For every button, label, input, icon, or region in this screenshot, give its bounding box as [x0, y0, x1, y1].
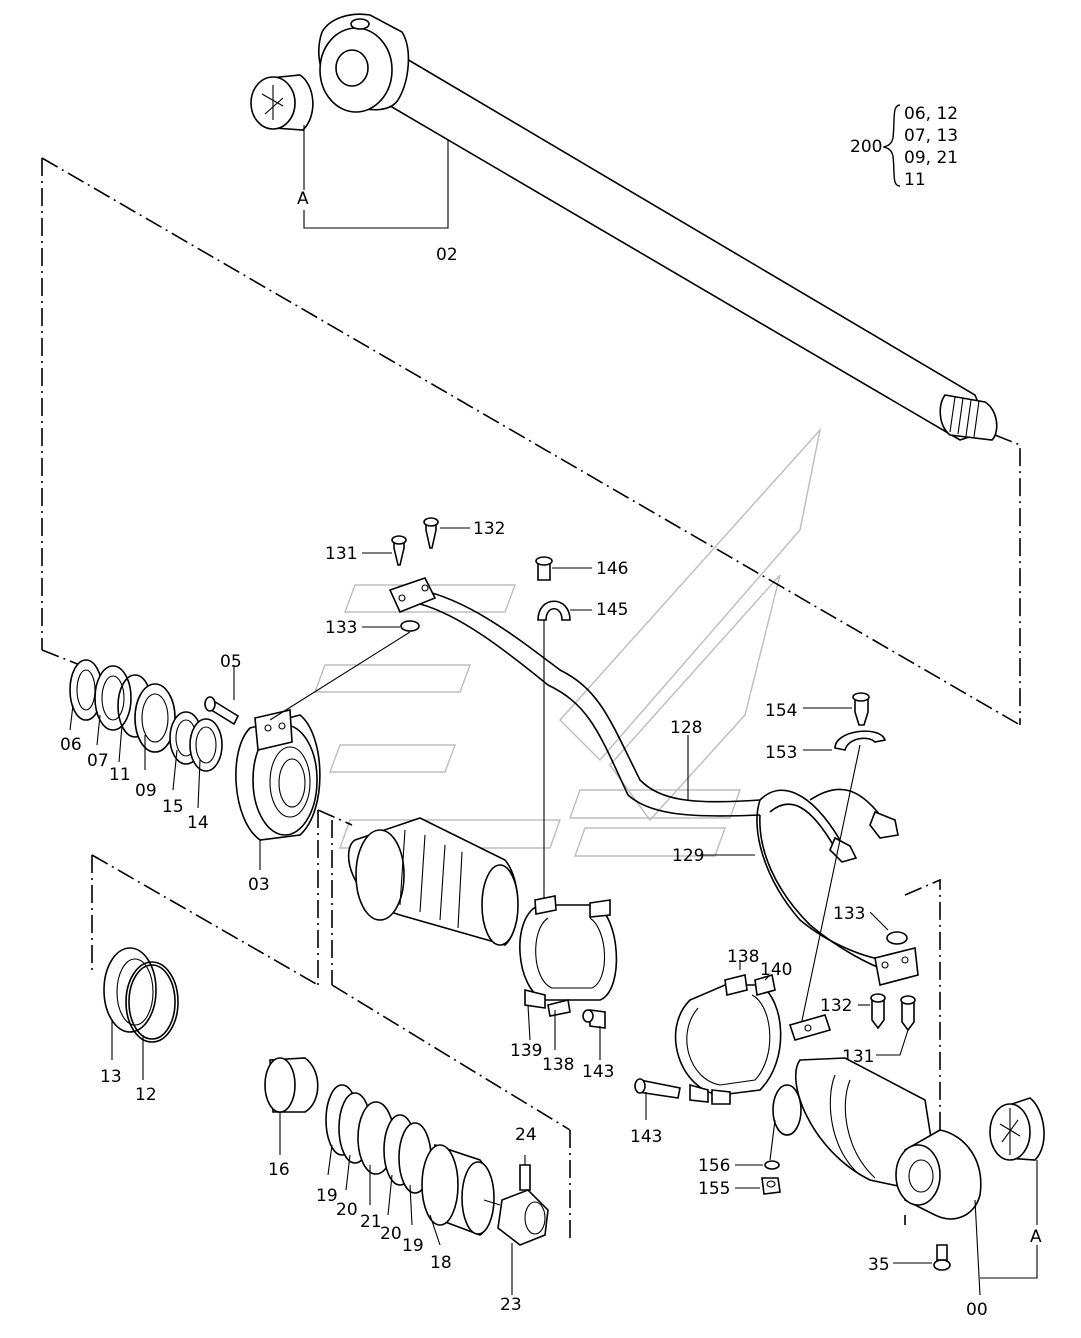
watermark-logo — [313, 427, 822, 857]
right-fasteners: 133 132 131 — [820, 904, 916, 1067]
label-band-140: 140 — [760, 960, 792, 980]
label-washer-156: 156 — [698, 1156, 730, 1176]
group-line-4: 11 — [904, 170, 926, 190]
label-ring-20b: 20 — [380, 1224, 402, 1244]
label-oring-133b: 133 — [833, 904, 865, 924]
piston-group: 16 19 20 21 20 19 18 24 23 — [264, 1057, 549, 1315]
label-bolt-35: 35 — [868, 1255, 890, 1275]
label-clamp-153: 153 — [765, 743, 797, 763]
group-note: 200 06, 12 07, 13 09, 21 11 — [850, 104, 958, 190]
label-bolt-05: 05 — [220, 652, 242, 672]
label-ring-14: 14 — [187, 813, 209, 833]
label-ring-19b: 19 — [402, 1236, 424, 1256]
cylinder-rod — [318, 13, 998, 441]
group-line-3: 09, 21 — [904, 148, 958, 168]
assembly-lines — [41, 157, 1021, 1240]
label-bolt-132b: 132 — [820, 996, 852, 1016]
label-ring-19a: 19 — [316, 1186, 338, 1206]
cylinder-tube: 00 — [772, 1014, 988, 1320]
label-screw-24: 24 — [515, 1125, 537, 1145]
band-clamp-right: 138 140 143 — [630, 947, 792, 1147]
label-oring-12: 12 — [135, 1085, 157, 1105]
label-band-138b: 138 — [542, 1055, 574, 1075]
cylinder-body-center — [347, 817, 519, 946]
upper-pipe-assembly: 131 132 133 146 145 128 — [269, 517, 761, 910]
group-number: 200 — [850, 137, 882, 157]
label-pipe-128: 128 — [670, 718, 702, 738]
small-fasteners: 156 155 35 — [698, 1119, 951, 1275]
label-nut-155: 155 — [698, 1179, 730, 1199]
label-seal-09: 09 — [135, 781, 157, 801]
label-ring-11: 11 — [109, 765, 131, 785]
label-ring-20a: 20 — [336, 1200, 358, 1220]
label-bolt-143b: 143 — [630, 1127, 662, 1147]
clamp-153-154: 154 153 — [765, 692, 887, 1031]
band-clamp-center: 139 138 143 — [510, 895, 618, 1082]
label-pipe-129: 129 — [672, 846, 704, 866]
pipe-129: 129 — [672, 788, 919, 986]
group-line-1: 06, 12 — [904, 104, 958, 124]
label-seal-07: 07 — [87, 751, 109, 771]
label-bolt-132a: 132 — [473, 519, 505, 539]
label-bolt-154: 154 — [765, 701, 797, 721]
pin-bushing-top — [250, 74, 314, 131]
cylinder-head: 03 — [235, 709, 321, 895]
label-bolt-146: 146 — [596, 559, 628, 579]
label-bolt-131a: 131 — [325, 544, 357, 564]
label-tube-00: 00 — [966, 1300, 988, 1320]
label-ring-13: 13 — [100, 1067, 122, 1087]
label-clamp-145: 145 — [596, 600, 628, 620]
label-rod: 02 — [436, 245, 458, 265]
label-band-138a: 138 — [727, 947, 759, 967]
label-bolt-143a: 143 — [582, 1062, 614, 1082]
label-oring-133a: 133 — [325, 618, 357, 638]
label-piston-18: 18 — [430, 1253, 452, 1273]
label-ref-a-top: A — [297, 189, 309, 209]
label-ref-a-bottom: A — [1030, 1227, 1042, 1247]
label-seal-06: 06 — [60, 735, 82, 755]
rings-13-12: 13 12 — [100, 947, 179, 1105]
label-band-139: 139 — [510, 1041, 542, 1061]
label-nut-23: 23 — [500, 1295, 522, 1315]
label-cushion-16: 16 — [268, 1160, 290, 1180]
label-ring-15: 15 — [162, 797, 184, 817]
label-ring-21: 21 — [360, 1212, 382, 1232]
label-head: 03 — [248, 875, 270, 895]
callout-02: A 02 — [297, 125, 458, 265]
pin-bushing-bottom: A — [980, 1097, 1045, 1279]
seal-labels: 06 07 11 09 15 14 — [60, 704, 209, 833]
group-line-2: 07, 13 — [904, 126, 958, 146]
bolt-05: 05 — [204, 652, 242, 726]
